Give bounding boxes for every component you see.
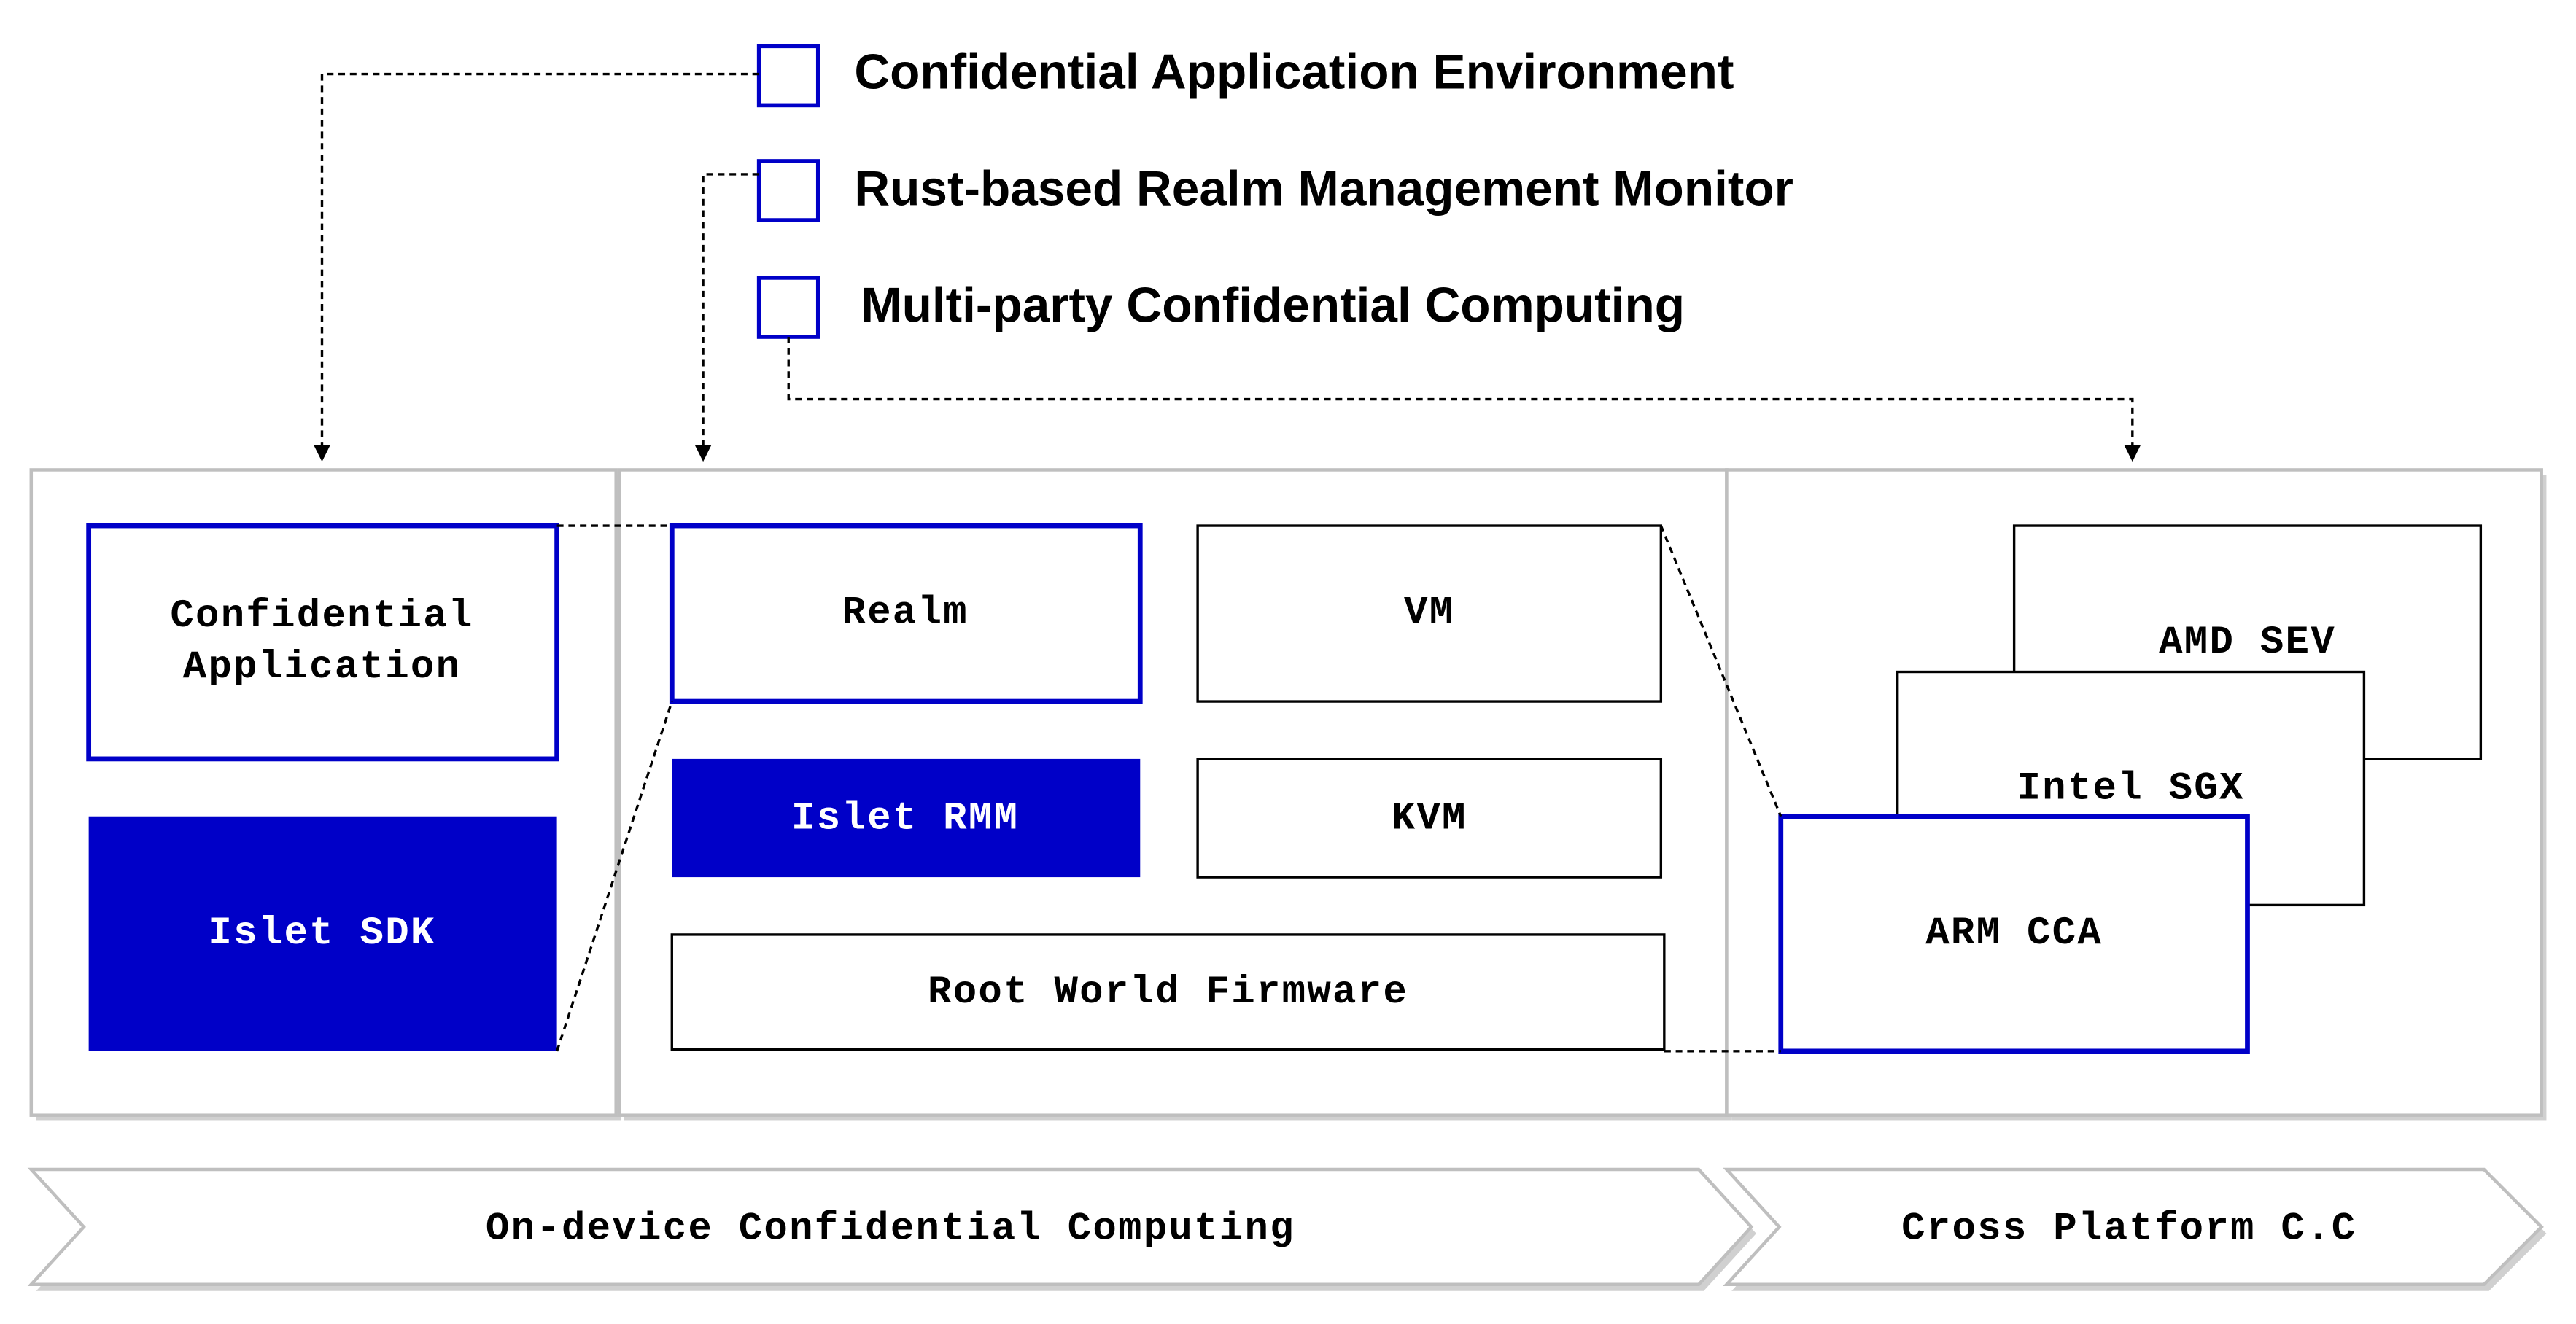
arrow-rmm — [694, 173, 759, 462]
platform-panel-content: AMD SEV Intel SGX ARM CCA — [1778, 524, 2483, 1054]
legend-label-rmm: Rust-based Realm Management Monitor — [854, 162, 1793, 217]
legend-label-multiparty: Multi-party Confidential Computing — [861, 279, 1685, 333]
vm-box — [1196, 524, 1663, 703]
islet-rmm-label: Islet RMM — [791, 796, 1019, 841]
legend: Confidential Application Environment Rus… — [756, 44, 1793, 339]
cross-platform-arrow — [1723, 1167, 2544, 1286]
confidential-application-label-line2: Application — [183, 645, 462, 690]
legend-arrows — [314, 72, 2141, 462]
app-panel-content: Confidential Application Islet SDK — [86, 523, 559, 1051]
on-device-arrow — [27, 1167, 1754, 1286]
realm-label: Realm — [842, 591, 968, 636]
islet-rmm-box — [672, 758, 1141, 878]
arm-cca-card — [1778, 814, 2250, 1054]
kvm-label: KVM — [1392, 796, 1467, 841]
device-panel-content: Realm VM Islet RMM KVM Root World Firmwa… — [669, 523, 1666, 1051]
legend-swatch-app-env — [756, 44, 820, 108]
vm-label: VM — [1404, 591, 1454, 636]
legend-swatch-multiparty — [756, 276, 820, 339]
confidential-application-label-line1: Confidential — [170, 594, 473, 639]
connector-vm-to-armcca — [1659, 525, 1782, 817]
legend-label-app-env: Confidential Application Environment — [854, 45, 1734, 100]
connector-sdk-to-realm-bottom — [556, 701, 673, 1052]
cross-platform-arrow-label: Cross Platform C.C — [1901, 1207, 2356, 1251]
kvm-box — [1196, 758, 1663, 879]
arm-cca-label: ARM CCA — [1925, 911, 2103, 956]
islet-sdk-box — [88, 816, 557, 1051]
zoom-connectors — [556, 524, 1782, 1053]
on-device-arrow-label: On-device Confidential Computing — [486, 1207, 1295, 1251]
root-world-firmware-box — [670, 933, 1666, 1051]
intel-sgx-label: Intel SGX — [2017, 767, 2244, 811]
confidential-application-box — [86, 523, 559, 762]
legend-swatch-rmm — [756, 159, 820, 222]
islet-sdk-label: Islet SDK — [208, 911, 435, 956]
root-world-firmware-label: Root World Firmware — [928, 970, 1408, 1015]
realm-box — [669, 523, 1143, 704]
arrow-app-env — [314, 72, 759, 462]
amd-sev-label: AMD SEV — [2159, 620, 2336, 665]
arrow-multiparty — [787, 336, 2141, 462]
